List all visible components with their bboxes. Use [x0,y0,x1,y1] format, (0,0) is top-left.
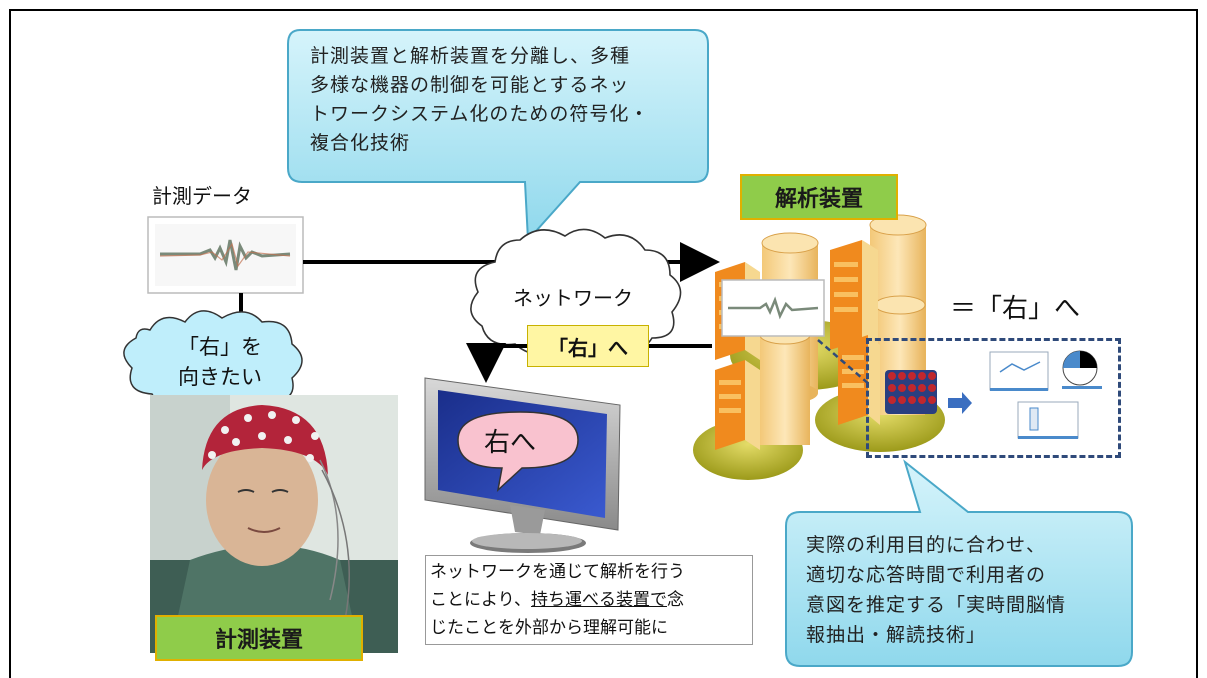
thought-text: 「右」を 向きたい [150,332,290,392]
bottom-callout-line: 報抽出・解読技術」 [806,624,987,646]
analysis-detail-graphics [885,350,1102,439]
thought-line: 向きたい [178,365,262,389]
cylinder-array [885,370,937,414]
top-callout-line: トワークシステム化のための符号化・ [310,103,650,125]
top-callout-line: 複合化技術 [310,132,411,154]
analysis-device-label: 解析装置 [740,174,898,220]
eeg-thumbnail-right [721,279,825,337]
top-callout-line: 多様な機器の制御を可能とするネッ [310,74,630,96]
top-callout-line: 計測装置と解析装置を分離し、多種 [310,45,631,67]
thought-line: 「右」を [178,335,262,359]
bottom-callout-text: 実際の利用目的に合わせ、 適切な応答時間で利用者の 意図を推定する「実時間脳情 … [806,530,1126,650]
top-callout-shape [287,29,709,243]
caption-line: ネットワークを通じて解析を行う [430,562,685,582]
bottom-callout-line: 適切な応答時間で利用者の [806,564,1047,586]
frame-border [9,9,1198,678]
bottom-callout-line: 意図を推定する「実時間脳情 [806,594,1067,616]
screen-speech-bubble [457,411,579,493]
screen-bubble-text: 右へ [484,428,537,458]
measurement-data-label: 計測データ [152,184,252,208]
caption-line: じたことを外部から理解可能に [430,618,668,638]
arrow-right-icon [948,392,972,414]
caption-underlined: 持ち運べる装置で [530,590,667,610]
eeg-thumbnail-left [147,216,304,294]
server-tower [715,360,760,450]
top-callout-text: 計測装置と解析装置を分離し、多種 多様な機器の制御を可能とするネッ トワークシス… [310,42,700,158]
server-tower [838,335,880,425]
caption-segment: 念 [666,590,684,610]
equals-right-label: ＝「右」へ [950,294,1081,324]
dashed-connector [817,339,871,386]
server-tower [830,240,878,350]
right-direction-tag: 「右」へ [527,325,649,367]
caption-line: ことにより、持ち運べる装置で念 [430,586,748,614]
network-label: ネットワーク [513,286,633,310]
bottom-callout-shape [785,459,1133,667]
caption-segment: ことにより、 [430,590,531,610]
measurement-device-label: 計測装置 [155,615,363,661]
analysis-detail-box [866,338,1121,458]
bottom-callout-line: 実際の利用目的に合わせ、 [806,534,1047,556]
network-caption: ネットワークを通じて解析を行う ことにより、持ち運べる装置で念 じたことを外部か… [425,555,753,645]
